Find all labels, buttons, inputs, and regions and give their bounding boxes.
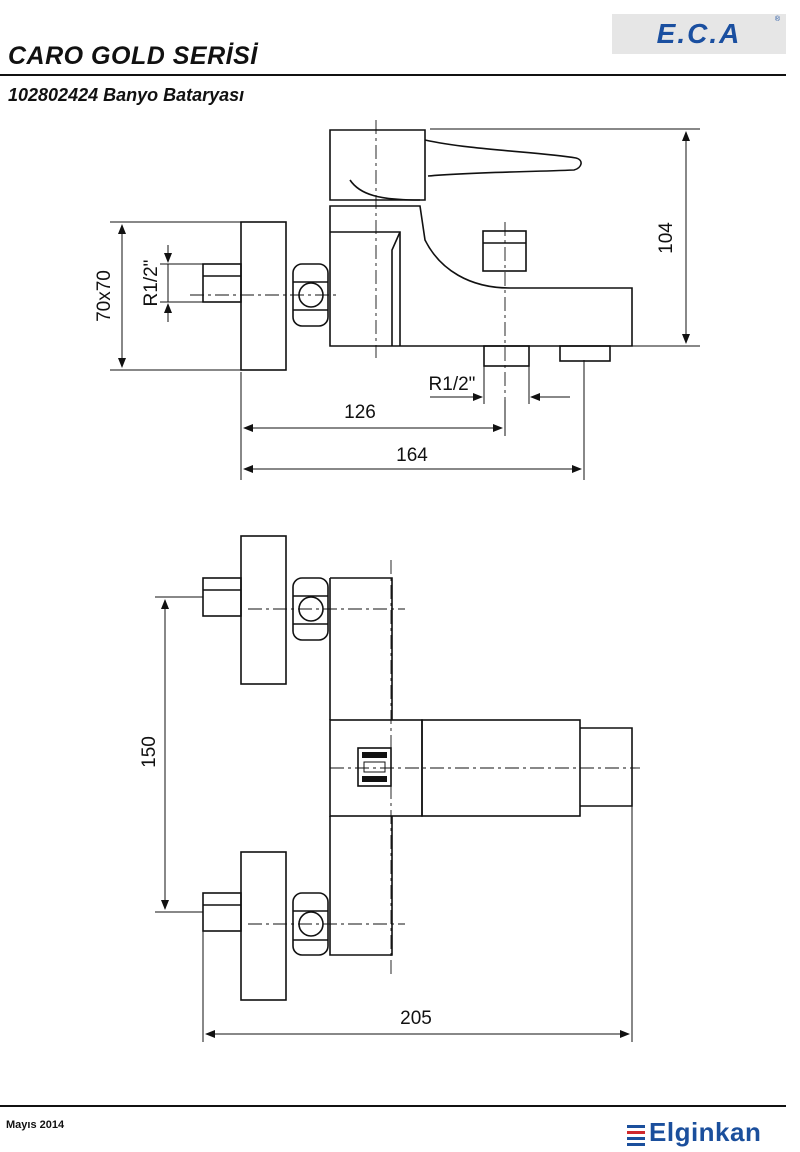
dim-205-label: 205 (400, 1008, 432, 1029)
footer-rule (0, 1105, 786, 1107)
eca-logo: E.C.A ® (612, 14, 786, 54)
dim-126-label: 126 (344, 402, 376, 423)
series-title: CARO GOLD SERİSİ (8, 42, 258, 70)
dim-70x70-label: 70x70 (94, 270, 115, 322)
eca-logo-text: E.C.A (656, 18, 742, 49)
header-rule (0, 74, 786, 76)
product-title: 102802424 Banyo Bataryası (8, 85, 245, 105)
top-view (202, 535, 633, 1001)
wall-flange-side (240, 221, 287, 371)
footer-date: Mayıs 2014 (6, 1119, 65, 1131)
registered-mark: ® (774, 16, 780, 23)
top-view-logo-mark (362, 752, 387, 782)
dim-164-label: 164 (396, 445, 428, 466)
elginkan-logo: Elginkan (625, 1117, 790, 1151)
dim-thread-bottom-label: R1/2" (429, 374, 476, 395)
dim-thread-side-label: R1/2" (141, 260, 162, 307)
dim-104-label: 104 (656, 222, 677, 254)
side-view (202, 129, 633, 371)
dim-150-label: 150 (139, 736, 160, 768)
elginkan-emblem-icon (627, 1125, 645, 1146)
elginkan-logo-text: Elginkan (649, 1117, 762, 1147)
